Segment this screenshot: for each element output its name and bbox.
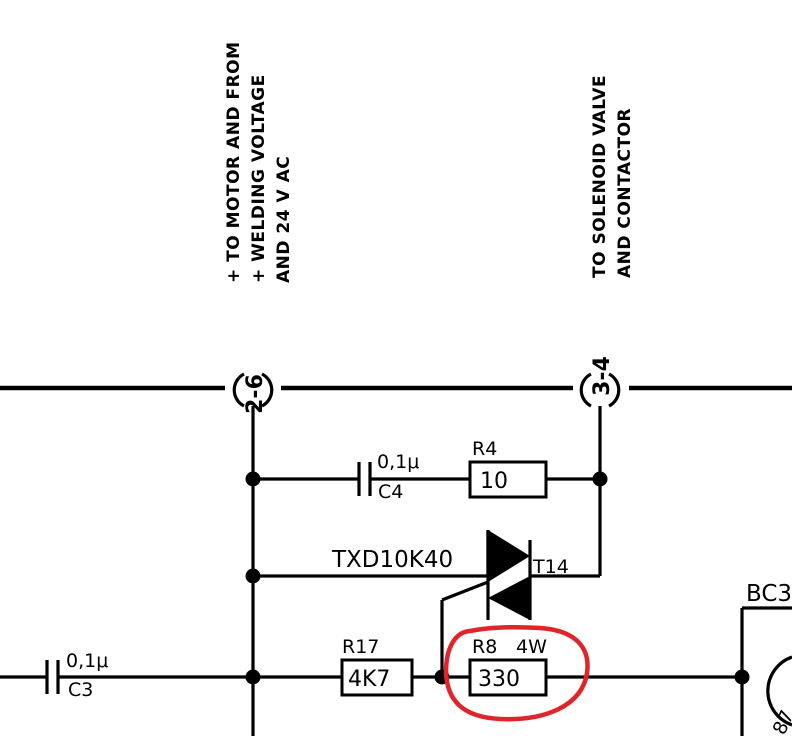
c3-value: 0,1μ — [66, 650, 108, 672]
triac-upper-triangle — [488, 530, 530, 582]
right-annotation-line-1: TO SOLENOID VALVE — [590, 75, 610, 278]
transistor-partial-number: 87 — [769, 707, 792, 736]
right-terminal-annotation: TO SOLENOID VALVE AND CONTACTOR — [590, 75, 635, 278]
triac-gate-diagonal — [441, 580, 489, 602]
terminal-3-4-arc-left — [579, 372, 592, 408]
triac-part-number: TXD10K40 — [331, 547, 453, 573]
terminal-2-6-arc-right — [261, 372, 274, 408]
r8-ref: R8 — [472, 636, 497, 658]
terminal-3-4: 3-4 — [579, 356, 621, 408]
transistor-partial: BC3 87 — [740, 581, 792, 736]
r17-ref: R17 — [342, 636, 379, 658]
r8-resistor — [468, 658, 548, 697]
r8-value: 330 — [478, 667, 520, 692]
r8-highlight-circle — [443, 624, 590, 722]
junction-transistor — [734, 669, 750, 685]
r4-value: 10 — [480, 469, 508, 494]
junction-left-row1 — [245, 471, 261, 487]
c4-value: 0,1μ — [377, 451, 419, 473]
transistor-body-arc — [766, 655, 792, 727]
terminal-2-6-label: 2-6 — [243, 374, 268, 414]
row-c3-r17-r8: 0,1μ C3 R17 4K7 R8 4W 330 — [0, 636, 742, 701]
c4-ref: C4 — [378, 481, 403, 503]
r8-rating: 4W — [516, 636, 547, 658]
row-c4-r4: 0,1μ C4 R4 10 — [253, 438, 600, 503]
r4-ref: R4 — [472, 438, 497, 460]
junction-left-row3 — [245, 669, 261, 685]
terminal-3-4-arc-right — [608, 372, 621, 408]
c3-ref: C3 — [68, 679, 93, 701]
left-terminal-annotation: + TO MOTOR AND FROM + WELDING VOLTAGE AN… — [224, 41, 294, 283]
left-annotation-line-3: AND 24 V AC — [274, 156, 294, 283]
triac-ref: T14 — [532, 556, 569, 578]
junction-dots — [245, 471, 750, 685]
left-annotation-line-2: + WELDING VOLTAGE — [249, 74, 269, 283]
triac-lower-triangle — [488, 576, 530, 620]
junction-left-row2 — [245, 568, 261, 584]
terminal-2-6: 2-6 — [232, 372, 274, 414]
terminal-2-6-arc-left — [232, 372, 245, 408]
r17-value: 4K7 — [348, 667, 390, 692]
junction-right-row1 — [592, 471, 608, 487]
row-triac: TXD10K40 T14 — [253, 530, 600, 676]
left-annotation-line-1: + TO MOTOR AND FROM — [224, 41, 244, 283]
terminal-3-4-label: 3-4 — [590, 356, 615, 396]
transistor-label: BC3 — [746, 581, 792, 607]
right-annotation-line-2: AND CONTACTOR — [615, 108, 635, 278]
